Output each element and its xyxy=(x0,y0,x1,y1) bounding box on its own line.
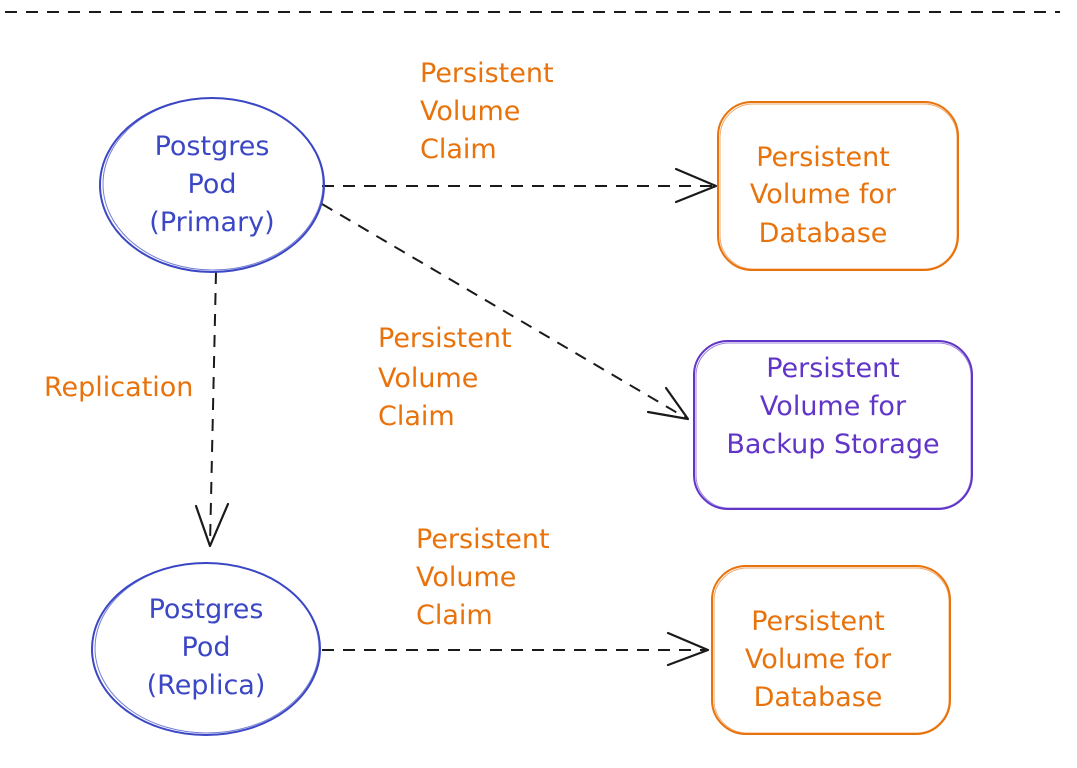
claim-replica-db-line-3: Claim xyxy=(416,600,493,631)
primary-pod-line-2: Pod xyxy=(188,169,237,200)
edge-primary-to-db-volume xyxy=(322,167,718,204)
label-replication: Replication xyxy=(44,372,193,403)
arrowhead-icon xyxy=(194,502,230,548)
node-backup-volume: Persistent Volume for Backup Storage xyxy=(693,340,973,510)
claim-replica-db-line-1: Persistent xyxy=(416,524,550,555)
db-volume-replica-line-1: Persistent xyxy=(751,606,885,637)
claim-backup-line-3: Claim xyxy=(378,401,455,432)
claim-primary-db-line-3: Claim xyxy=(420,134,497,165)
edge-replica-to-db-volume xyxy=(322,631,710,667)
db-volume-replica-line-2: Volume for xyxy=(745,644,892,675)
node-replica-pod: Postgres Pod (Replica) xyxy=(91,562,321,736)
primary-pod-line-3: (Primary) xyxy=(149,207,274,238)
replica-pod-line-2: Pod xyxy=(182,632,231,663)
label-claim-replica-db: Persistent Volume Claim xyxy=(416,524,550,631)
claim-backup-line-2: Volume xyxy=(378,363,478,394)
node-db-volume-replica: Persistent Volume for Database xyxy=(711,565,951,735)
node-db-volume-primary: Persistent Volume for Database xyxy=(717,101,959,271)
backup-volume-line-1: Persistent xyxy=(766,353,900,384)
edge-primary-to-backup-volume xyxy=(321,203,690,421)
db-volume-primary-line-1: Persistent xyxy=(756,142,890,173)
replication-label: Replication xyxy=(44,372,193,403)
node-primary-pod: Postgres Pod (Primary) xyxy=(99,97,325,273)
arrowhead-icon xyxy=(666,631,710,667)
label-claim-backup: Persistent Volume Claim xyxy=(378,323,512,432)
edge-replication xyxy=(194,271,230,548)
label-claim-primary-db: Persistent Volume Claim xyxy=(420,58,554,165)
claim-replica-db-line-2: Volume xyxy=(416,562,516,593)
replica-pod-line-3: (Replica) xyxy=(147,670,266,701)
arrowhead-icon xyxy=(646,386,690,421)
db-volume-primary-line-3: Database xyxy=(759,218,888,249)
backup-volume-line-3: Backup Storage xyxy=(726,429,939,460)
db-volume-primary-line-2: Volume for xyxy=(750,179,897,210)
replica-pod-line-1: Postgres xyxy=(149,594,264,625)
claim-primary-db-line-1: Persistent xyxy=(420,58,554,89)
primary-pod-line-1: Postgres xyxy=(155,131,270,162)
claim-backup-line-1: Persistent xyxy=(378,323,512,354)
db-volume-replica-line-3: Database xyxy=(754,682,883,713)
claim-primary-db-line-2: Volume xyxy=(420,96,520,127)
backup-volume-line-2: Volume for xyxy=(760,391,907,422)
arrowhead-icon xyxy=(674,167,718,204)
